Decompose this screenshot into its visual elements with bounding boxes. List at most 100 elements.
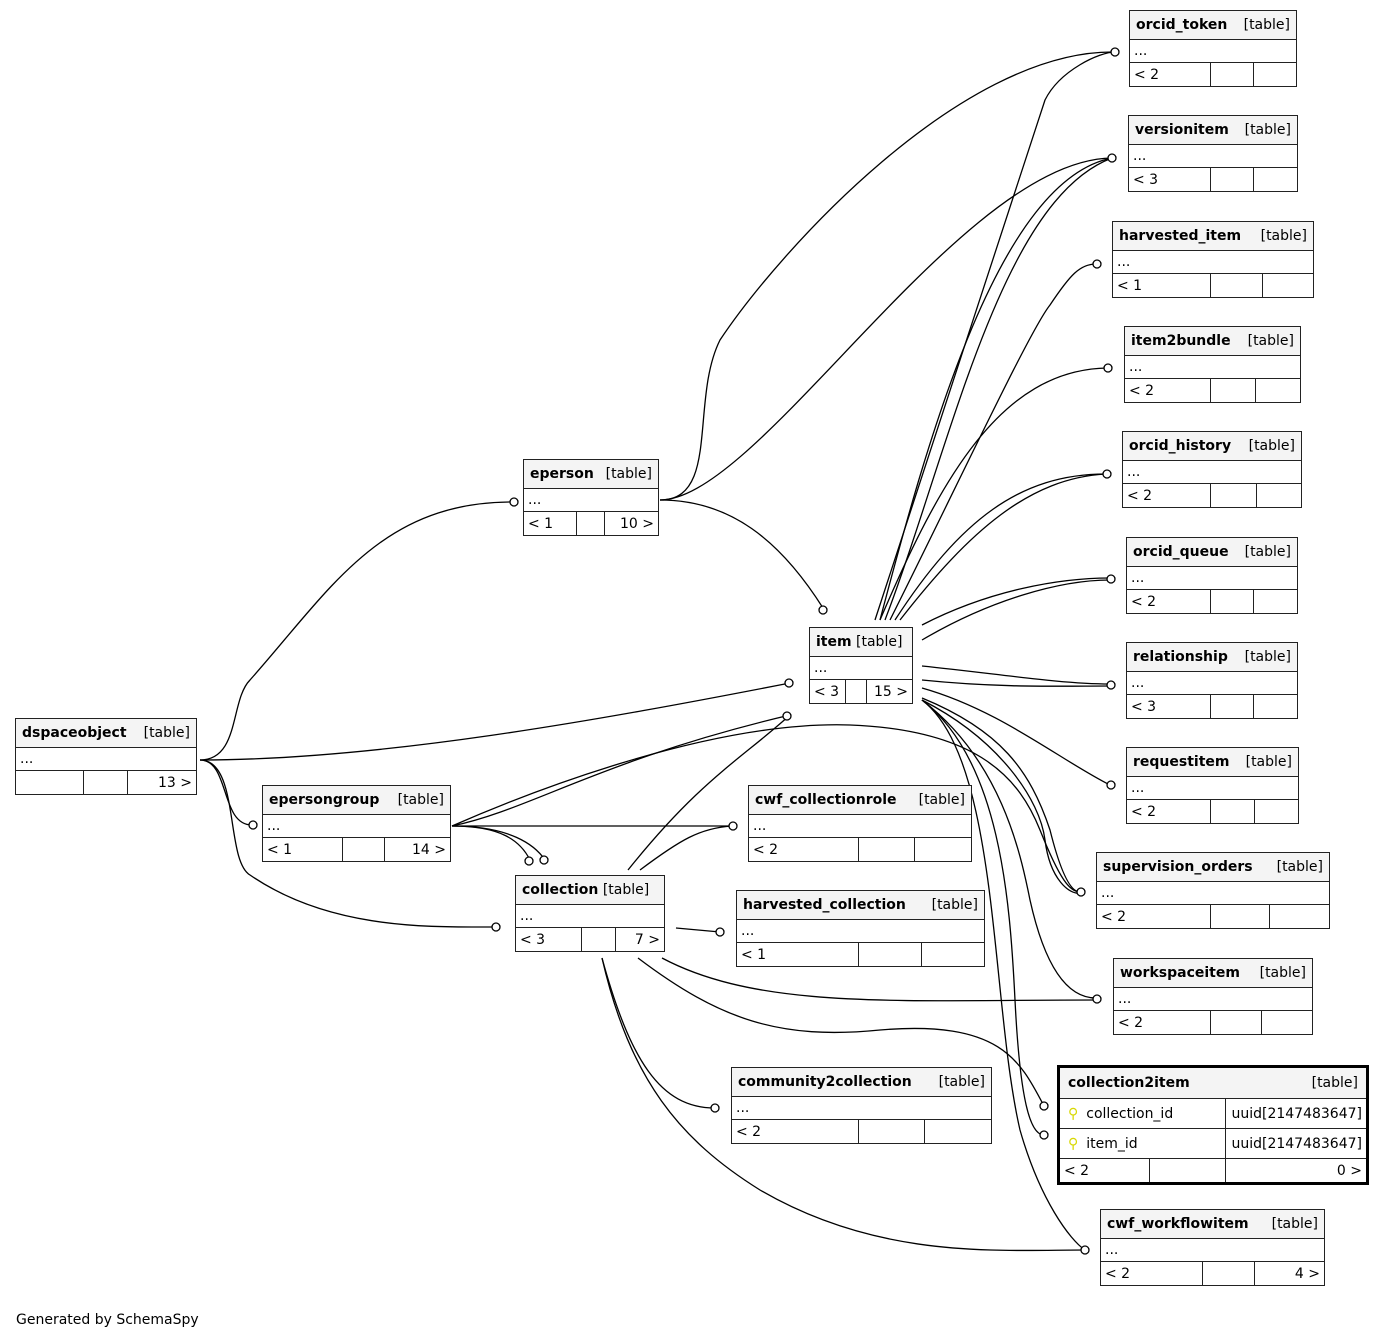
table-type: [table] — [602, 882, 650, 898]
table-collection2item[interactable]: collection2item[table] ⚲collection_id uu… — [1057, 1065, 1369, 1185]
table-type: [table] — [918, 792, 965, 808]
table-dspaceobject[interactable]: dspaceobject[table] ... 13 > — [15, 718, 197, 795]
edge-item-orcid-token — [874, 51, 1116, 621]
parents-count[interactable]: < 1 — [737, 943, 859, 966]
edge-item-supervision-orders — [921, 697, 1081, 893]
table-item2bundle[interactable]: item2bundle[table] ... < 2 — [1124, 326, 1301, 403]
table-name: collection — [522, 882, 599, 898]
table-type: [table] — [1276, 859, 1323, 875]
children-count[interactable] — [1262, 1011, 1312, 1034]
columns-placeholder: ... — [1130, 40, 1296, 63]
table-type: [table] — [605, 466, 652, 482]
parents-count[interactable]: < 1 — [1113, 274, 1211, 297]
table-type: [table] — [397, 792, 444, 808]
table-relationship[interactable]: relationship[table] ... < 3 — [1126, 642, 1298, 719]
table-name: eperson — [530, 466, 594, 482]
columns-placeholder: ... — [810, 657, 912, 680]
children-count[interactable] — [922, 943, 984, 966]
table-community2collection[interactable]: community2collection[table] ... < 2 — [731, 1067, 992, 1144]
children-count[interactable]: 10 > — [620, 515, 654, 532]
edge-collection-harvested-collection — [675, 927, 721, 933]
parents-count[interactable]: < 2 — [1123, 484, 1211, 507]
children-count[interactable]: 15 > — [874, 683, 908, 700]
table-cwf-collectionrole[interactable]: cwf_collectionrole[table] ... < 2 — [748, 785, 972, 862]
table-name: requestitem — [1133, 754, 1230, 770]
columns-placeholder: ... — [737, 920, 984, 943]
children-count[interactable] — [1254, 168, 1297, 191]
table-orcid-queue[interactable]: orcid_queue[table] ... < 2 — [1126, 537, 1298, 614]
children-count[interactable] — [1270, 905, 1329, 928]
parents-count[interactable]: < 1 — [263, 838, 343, 861]
children-count[interactable]: 4 > — [1294, 1265, 1320, 1282]
edge-epersongroup-supervision — [451, 724, 1081, 893]
columns-placeholder: ... — [1101, 1239, 1324, 1262]
edge-item-relationship — [921, 665, 1111, 685]
parents-count[interactable]: < 2 — [1127, 800, 1211, 823]
columns-placeholder: ... — [1114, 988, 1312, 1011]
table-orcid-token[interactable]: orcid_token[table] ... < 2 — [1129, 10, 1297, 87]
table-workspaceitem[interactable]: workspaceitem[table] ... < 2 — [1113, 958, 1313, 1035]
parents-count[interactable]: < 2 — [1125, 379, 1211, 402]
table-name: relationship — [1133, 649, 1228, 665]
edge-item-harvested-item — [889, 263, 1097, 621]
edge-collection-community2collection — [601, 957, 716, 1109]
parents-count[interactable]: < 2 — [749, 838, 859, 861]
edge-eperson-item — [659, 499, 824, 609]
children-count[interactable] — [1257, 484, 1301, 507]
edge-item-orcid-queue-2 — [921, 579, 1111, 641]
children-count[interactable] — [1255, 800, 1298, 823]
column-row[interactable]: ⚲collection_id uuid[2147483647] — [1060, 1099, 1366, 1129]
parents-count[interactable]: < 2 — [1114, 1011, 1211, 1034]
parents-count[interactable]: < 2 — [1101, 1262, 1203, 1285]
edge-collection-item — [627, 714, 791, 871]
table-supervision-orders[interactable]: supervision_orders[table] ... < 2 — [1096, 852, 1330, 929]
parents-count[interactable] — [16, 771, 84, 794]
table-harvested-item[interactable]: harvested_item[table] ... < 1 — [1112, 221, 1314, 298]
edge-dspaceobject-item — [199, 682, 791, 761]
edge-item-orcid-history-2 — [899, 473, 1107, 621]
table-name: workspaceitem — [1120, 965, 1240, 981]
edge-item-cwf-workflowitem — [921, 699, 1086, 1251]
table-name: epersongroup — [269, 792, 380, 808]
parents-count[interactable]: < 2 — [1127, 590, 1211, 613]
children-count[interactable] — [1263, 274, 1313, 297]
table-type: [table] — [1260, 228, 1307, 244]
table-name: orcid_history — [1129, 438, 1232, 454]
columns-placeholder: ... — [16, 748, 196, 771]
parents-count[interactable]: < 3 — [810, 680, 846, 703]
parents-count[interactable]: < 3 — [1127, 695, 1211, 718]
children-count[interactable] — [1254, 63, 1296, 86]
table-versionitem[interactable]: versionitem[table] ... < 3 — [1128, 115, 1298, 192]
children-count[interactable]: 7 > — [634, 931, 660, 948]
parents-count[interactable]: < 1 — [524, 512, 577, 535]
children-count[interactable] — [1254, 695, 1297, 718]
children-count[interactable] — [1254, 590, 1297, 613]
table-name: versionitem — [1135, 122, 1229, 138]
parents-count[interactable]: < 2 — [1097, 905, 1211, 928]
table-orcid-history[interactable]: orcid_history[table] ... < 2 — [1122, 431, 1302, 508]
column-row[interactable]: ⚲item_id uuid[2147483647] — [1060, 1129, 1366, 1159]
children-count[interactable]: 0 > — [1336, 1162, 1362, 1179]
children-count[interactable]: 13 > — [158, 774, 192, 791]
children-count[interactable] — [925, 1120, 991, 1143]
parents-count[interactable]: < 2 — [732, 1120, 859, 1143]
table-harvested-collection[interactable]: harvested_collection[table] ... < 1 — [736, 890, 985, 967]
table-name: dspaceobject — [22, 725, 127, 741]
table-type: [table] — [1311, 1075, 1358, 1091]
children-count[interactable] — [1256, 379, 1300, 402]
column-type: uuid[2147483647] — [1231, 1135, 1362, 1152]
parents-count[interactable]: < 2 — [1060, 1159, 1150, 1182]
columns-placeholder: ... — [749, 815, 971, 838]
parents-count[interactable]: < 2 — [1130, 63, 1211, 86]
table-requestitem[interactable]: requestitem[table] ... < 2 — [1126, 747, 1299, 824]
children-count[interactable]: 14 > — [412, 841, 446, 858]
children-count[interactable] — [915, 838, 971, 861]
table-name: orcid_queue — [1133, 544, 1229, 560]
parents-count[interactable]: < 3 — [516, 928, 582, 951]
parents-count[interactable]: < 3 — [1129, 168, 1211, 191]
